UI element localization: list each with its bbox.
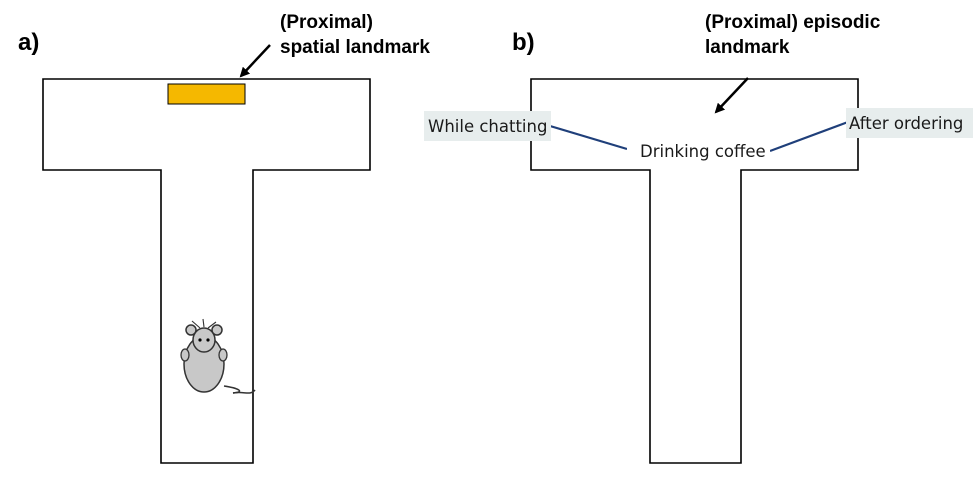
- cue-left-text: While chatting: [428, 117, 547, 136]
- cue-right-box: [846, 108, 973, 138]
- panel-a-label: a): [18, 29, 39, 56]
- panel-a: a) (Proximal) spatial landmark: [18, 12, 430, 464]
- episodic-landmark-subtitle: landmark: [705, 37, 790, 58]
- cue-left-box: [424, 111, 551, 141]
- spatial-landmark-subtitle: spatial landmark: [280, 37, 430, 58]
- panel-b: b) (Proximal) episodic landmark While ch…: [424, 12, 973, 464]
- cue-center-box: [627, 138, 770, 162]
- spatial-landmark: [167, 83, 246, 105]
- cue-center-text: Drinking coffee: [640, 142, 766, 161]
- cue-right-text: After ordering: [849, 114, 963, 133]
- panel-b-label: b): [512, 29, 535, 56]
- rat-icon: [180, 318, 256, 394]
- link-right: [769, 120, 849, 153]
- link-left: [549, 124, 628, 151]
- arrow-icon: [239, 44, 271, 78]
- t-maze-a: [42, 78, 371, 464]
- episodic-landmark-title: (Proximal) episodic: [705, 12, 881, 33]
- spatial-landmark-title: (Proximal): [280, 12, 373, 33]
- arrow-icon: [714, 77, 749, 114]
